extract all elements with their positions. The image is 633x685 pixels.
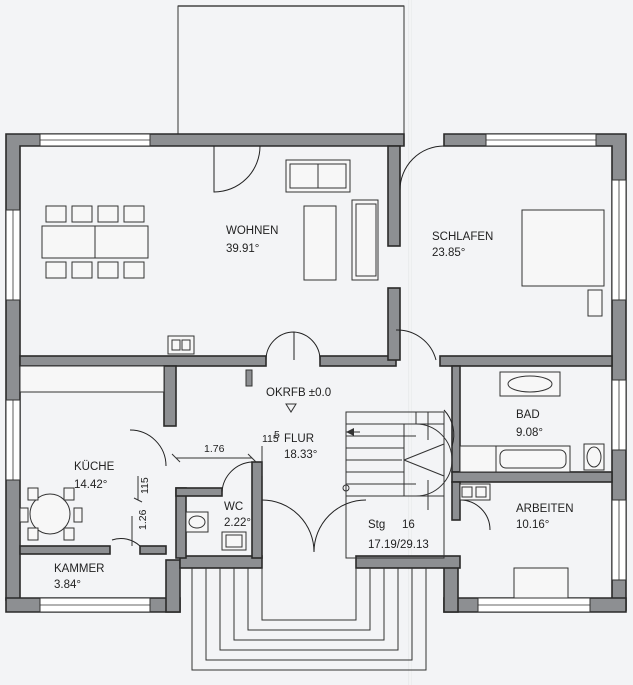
level-label: OKRFB ±0.0 [266, 387, 331, 399]
kitchen [19, 365, 165, 541]
staircase [342, 411, 453, 559]
room-area-arbeiten: 10.16° [516, 519, 549, 531]
room-name-schlafen: SCHLAFEN [432, 231, 493, 243]
terrace-outline [177, 5, 405, 135]
room-area-bad: 9.08° [516, 427, 543, 439]
room-area-kueche: 14.42° [74, 479, 107, 491]
room-area-schlafen: 23.85° [432, 247, 465, 259]
dimension-5: 5 [274, 429, 280, 441]
doors [111, 145, 491, 553]
dimension-176: 1.76 [204, 443, 225, 455]
entrance-steps [191, 568, 427, 671]
stair-label: Stg [368, 519, 385, 531]
dining-set [41, 205, 149, 279]
dimension-115-side: 115 [139, 477, 151, 494]
room-name-bad: BAD [516, 409, 540, 421]
room-area-wohnen: 39.91° [226, 243, 259, 255]
dimension-126: 1.26 [137, 509, 149, 530]
stair-ratio: 17.19/29.13 [368, 539, 429, 551]
dimension-lines [131, 446, 263, 546]
level-marker [245, 369, 297, 413]
room-name-wc: WC [224, 501, 243, 513]
room-name-kammer: KAMMER [54, 563, 104, 575]
paper-fold [408, 0, 412, 685]
windows [5, 133, 627, 613]
room-name-wohnen: WOHNEN [226, 225, 278, 237]
room-name-flur: FLUR [284, 433, 314, 445]
bed [521, 209, 605, 317]
room-area-flur: 18.33° [284, 449, 317, 461]
room-name-kueche: KÜCHE [74, 461, 115, 473]
sofa-set [167, 159, 379, 355]
bath-fixtures [459, 371, 605, 599]
room-area-wc: 2.22° [224, 517, 251, 529]
stair-count: 16 [402, 519, 415, 531]
wc-fixtures [185, 511, 247, 551]
room-name-arbeiten: ARBEITEN [516, 503, 574, 515]
dimension-115-top: 115 [262, 433, 279, 445]
room-area-kammer: 3.84° [54, 579, 81, 591]
